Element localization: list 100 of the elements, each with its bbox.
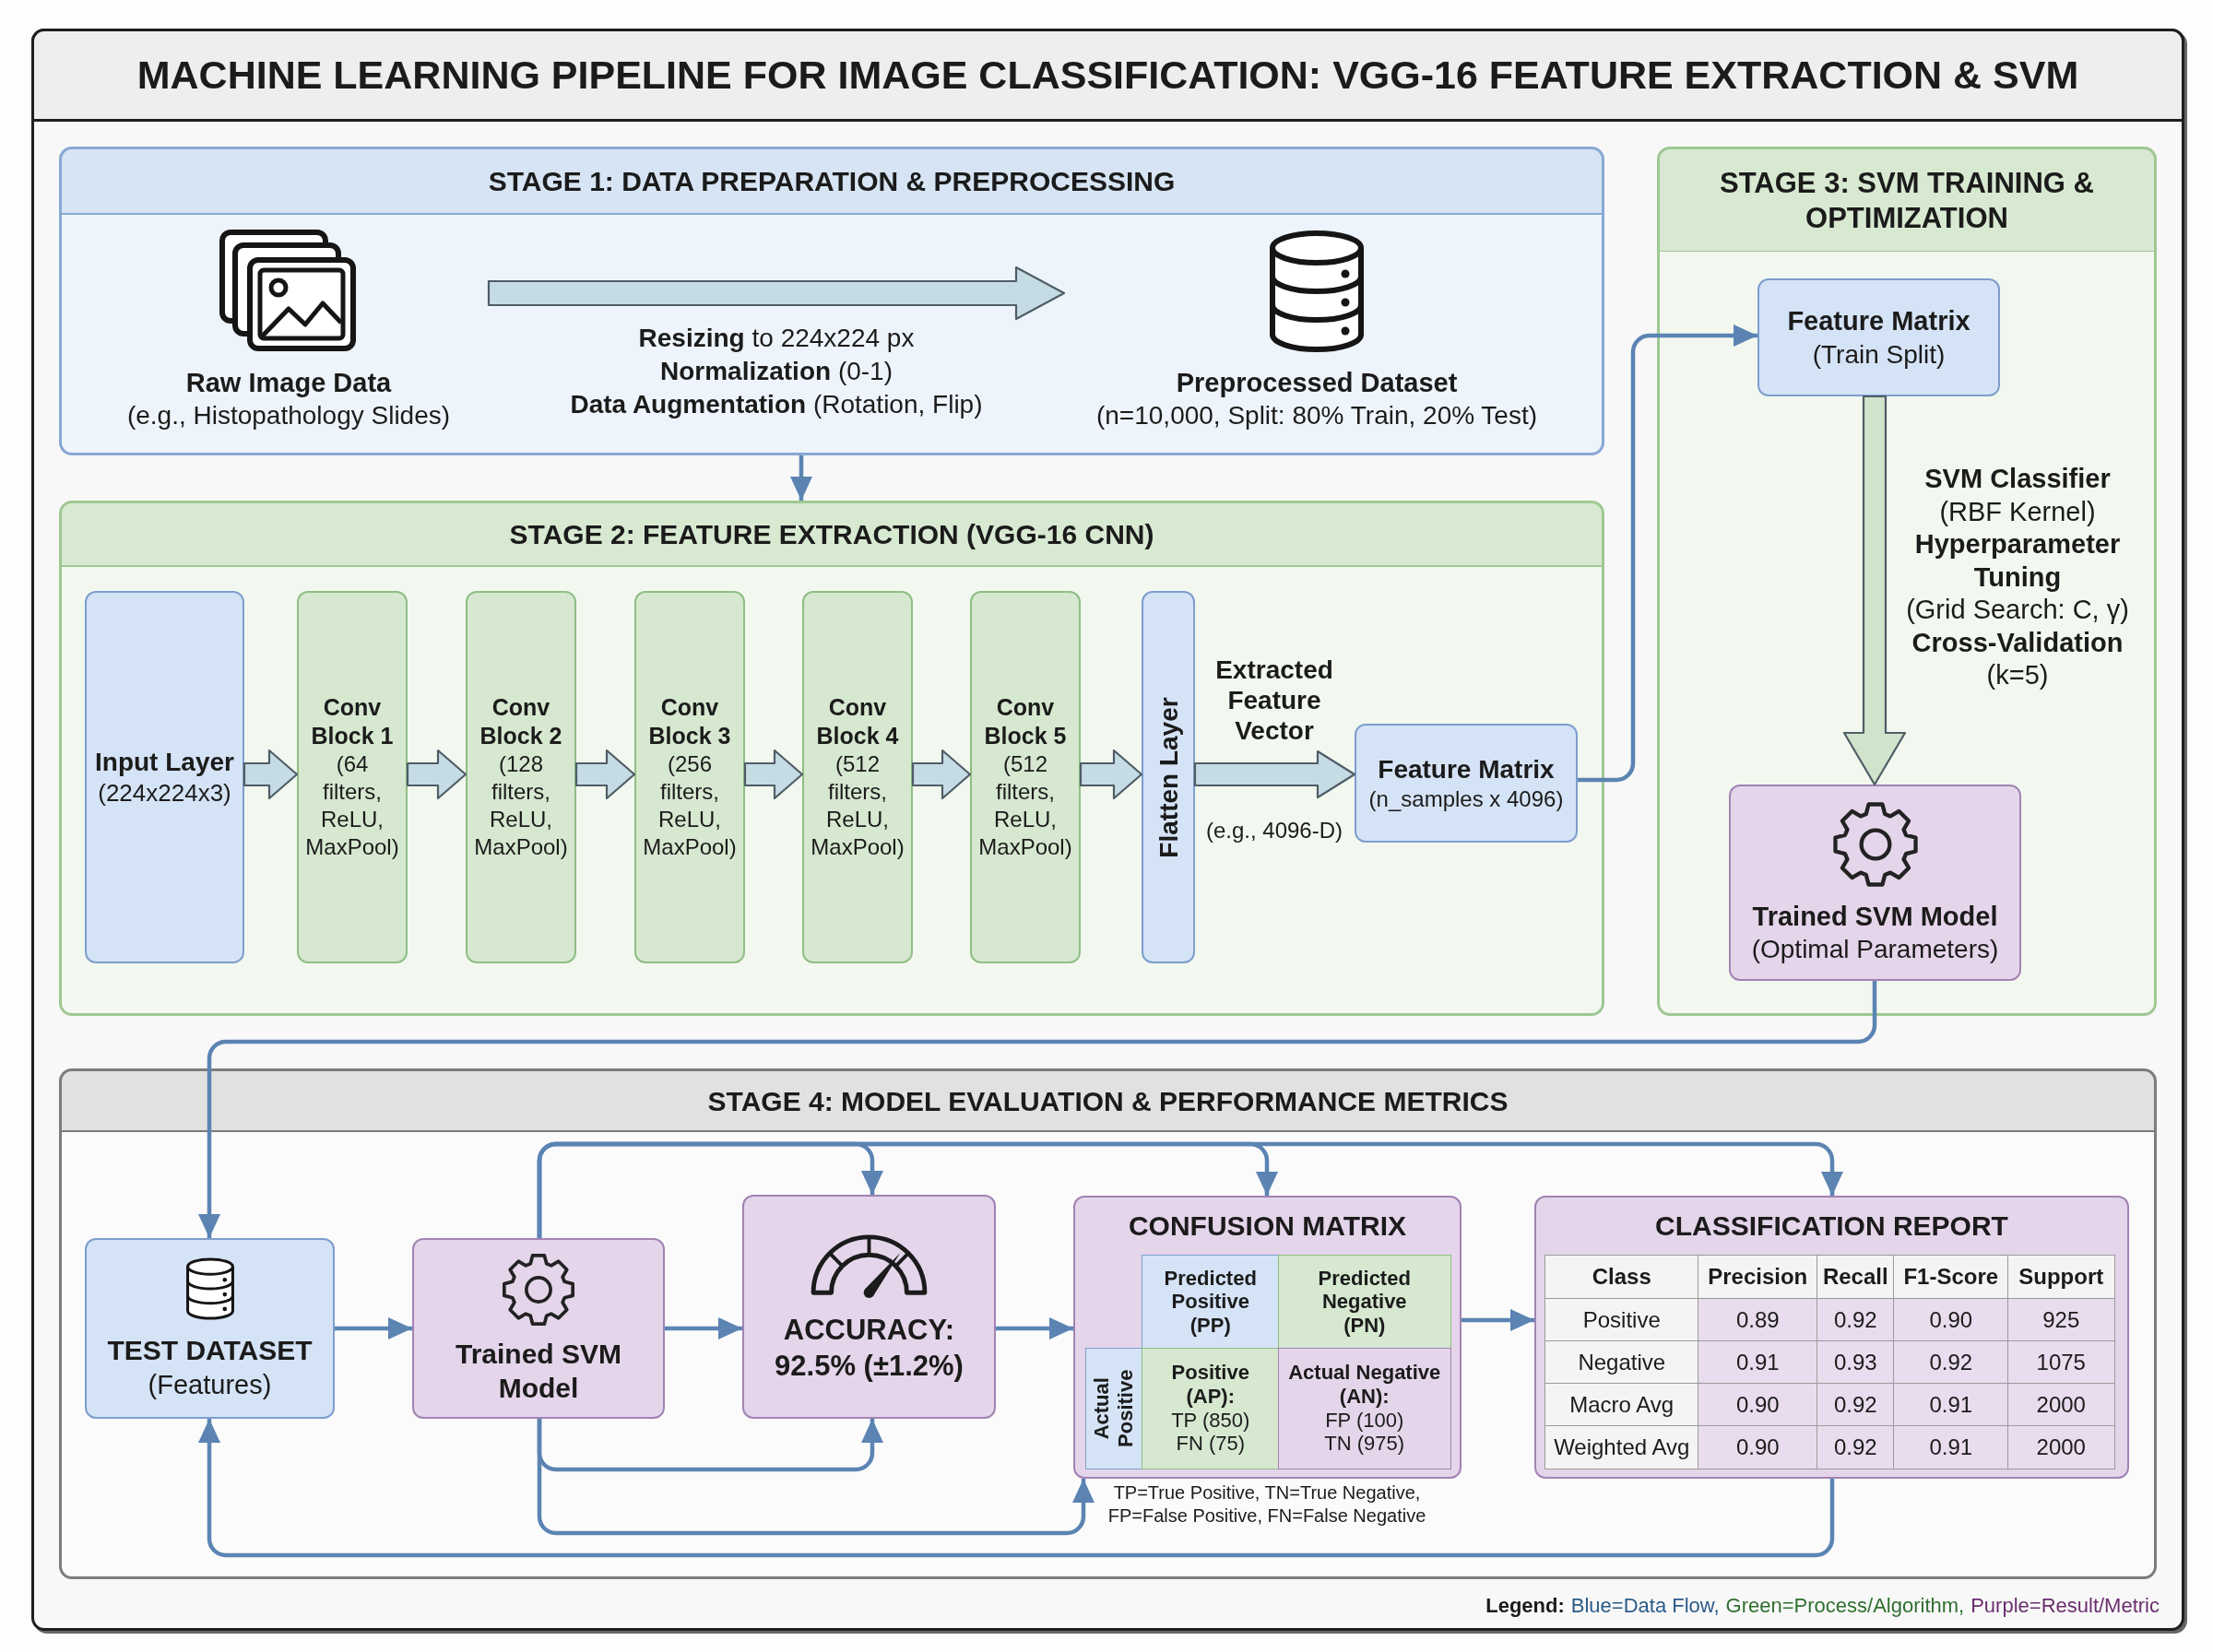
table-cell: 0.91 (1893, 1383, 2009, 1427)
table-cell: 0.92 (1817, 1425, 1895, 1469)
table-cell: 2000 (2007, 1383, 2115, 1427)
node-title: Trained SVM Model (454, 1337, 622, 1405)
edge-label: SVM Classifier (RBF Kernel) Hyperparameter Tuning (Grid Search: C, γ) Cross-Validation (k=5) (1905, 463, 2130, 691)
model-box (1729, 785, 2021, 981)
conv-block-box (466, 591, 576, 963)
node-title: Conv Block 2 (479, 692, 563, 750)
table-header-cell: Class (1544, 1255, 1699, 1300)
table-cell: 0.89 (1698, 1298, 1818, 1342)
node-text: (256 filters, ReLU, MaxPool) (642, 750, 738, 862)
conv-block-box (634, 591, 745, 963)
diagram-title: MACHINE LEARNING PIPELINE FOR IMAGE CLASSIFICATION: VGG-16 FEATURE EXTRACTION & SVM (136, 53, 2079, 98)
stage-panel (59, 147, 1604, 455)
matrix-cell: Predicted Negative (PN) (1278, 1255, 1451, 1350)
arrow (537, 1419, 1095, 1536)
table-cell: 0.91 (1698, 1340, 1818, 1385)
data-box (1757, 278, 2000, 396)
node-text: (512 filters, ReLU, MaxPool) (810, 750, 905, 862)
node-text: (128 filters, ReLU, MaxPool) (473, 750, 569, 862)
arrow (665, 1317, 742, 1339)
block-arrow (243, 749, 299, 800)
block-arrow (1842, 395, 1907, 786)
node-title: Conv Block 5 (983, 692, 1068, 750)
node-title: Raw Image Data (185, 367, 392, 399)
node-text: (Features) (148, 1368, 272, 1401)
node-title: CLASSIFICATION REPORT (1655, 1210, 2008, 1243)
table-cell: Weighted Avg (1544, 1425, 1699, 1469)
edge-label: Resizing to 224x224 px Normalization (0-1) Data Augmentation (Rotation, Flip) (569, 323, 984, 420)
block-arrow (487, 266, 1066, 321)
matrix-cell: Predicted Positive (PP) (1142, 1255, 1280, 1350)
block-arrow (743, 749, 804, 800)
node-title: Flatten Layer (1153, 696, 1184, 858)
node-title: Conv Block 4 (815, 692, 900, 750)
node-text: (e.g., Histopathology Slides) (126, 400, 451, 432)
block-arrow (911, 749, 972, 800)
node-title: CONFUSION MATRIX (1128, 1210, 1407, 1243)
table-cell: Negative (1544, 1340, 1699, 1385)
node-title: Trained SVM Model (1752, 900, 1998, 933)
table-cell: 0.91 (1893, 1425, 2009, 1469)
node-title: Feature Matrix (1378, 754, 1555, 785)
arrow (1462, 1309, 1534, 1331)
arrow (335, 1317, 412, 1339)
arrow (537, 1141, 1843, 1238)
arrow (198, 1419, 1835, 1558)
data-box (85, 1238, 335, 1419)
arrow (198, 981, 1877, 1238)
table-cell: 925 (2007, 1298, 2115, 1342)
conv-block-box (802, 591, 913, 963)
edge-label: Extracted Feature Vector (1214, 655, 1334, 746)
table-cell: 0.93 (1817, 1340, 1895, 1385)
legend-entry: Green=Process/Algorithm, (1725, 1594, 1965, 1618)
block-arrow (406, 749, 467, 800)
block-arrow (1079, 749, 1143, 800)
table-cell: 0.92 (1817, 1383, 1895, 1427)
stage-title: STAGE 3: SVM TRAINING & OPTIMIZATION (1720, 166, 2094, 234)
stage-title: STAGE 2: FEATURE EXTRACTION (VGG-16 CNN) (509, 519, 1154, 550)
node-text: (64 filters, ReLU, MaxPool) (304, 750, 400, 862)
matrix-cell: Actual Negative (AN): FP (100) TN (975) (1278, 1348, 1451, 1469)
table-cell: 0.90 (1893, 1298, 2009, 1342)
model-box (412, 1238, 665, 1419)
node-text: (224x224x3) (98, 778, 231, 808)
conv-block-box (970, 591, 1081, 963)
matrix-cell: Positive (AP): TP (850) FN (75) (1142, 1348, 1280, 1469)
table-cell: Positive (1544, 1298, 1699, 1342)
table-header-cell: Recall (1817, 1255, 1895, 1300)
node-title: TEST DATASET (107, 1334, 313, 1368)
edge-note: (e.g., 4096-D) (1204, 817, 1344, 844)
legend-entry: Purple=Result/Metric (1970, 1594, 2160, 1618)
node-text: (n=10,000, Split: 80% Train, 20% Test) (1095, 400, 1538, 432)
node-text: (Train Split) (1812, 338, 1946, 371)
node-title: Conv Block 1 (310, 692, 395, 750)
arrow (790, 455, 812, 501)
legend-entry: Blue=Data Flow, (1570, 1594, 1720, 1618)
layer-box (1142, 591, 1195, 963)
table-header-cell: Support (2007, 1255, 2115, 1300)
footnote: TP=True Positive, TN=True Negative, FP=False Positive, FN=False Negative (1106, 1481, 1427, 1528)
node-title: Input Layer (95, 747, 234, 779)
conv-block-box (297, 591, 408, 963)
legend-title: Legend: (1485, 1594, 1565, 1618)
node-text: (Optimal Parameters) (1751, 934, 1999, 966)
layer-box (85, 591, 244, 963)
node-text: (n_samples x 4096) (1368, 785, 1564, 813)
data-box (1355, 724, 1578, 843)
table-header-cell: F1-Score (1893, 1255, 2009, 1300)
table-cell: 1075 (2007, 1340, 2115, 1385)
node-title: Preprocessed Dataset (1176, 367, 1458, 399)
block-arrow (1193, 749, 1356, 799)
table-header-cell: Precision (1698, 1255, 1818, 1300)
arrow (996, 1317, 1073, 1339)
matrix-cell: Actual Positive (1085, 1348, 1143, 1469)
table-cell: 0.90 (1698, 1383, 1818, 1427)
table-cell: Macro Avg (1544, 1383, 1699, 1427)
arrow (1578, 324, 1757, 783)
node-text: (512 filters, ReLU, MaxPool) (977, 750, 1073, 862)
table-cell: 0.92 (1893, 1340, 2009, 1385)
metric-box (742, 1195, 996, 1419)
stage-title: STAGE 4: MODEL EVALUATION & PERFORMANCE METRICS (707, 1085, 1509, 1116)
node-title: Feature Matrix (1787, 305, 1970, 338)
table-cell: 0.92 (1817, 1298, 1895, 1342)
